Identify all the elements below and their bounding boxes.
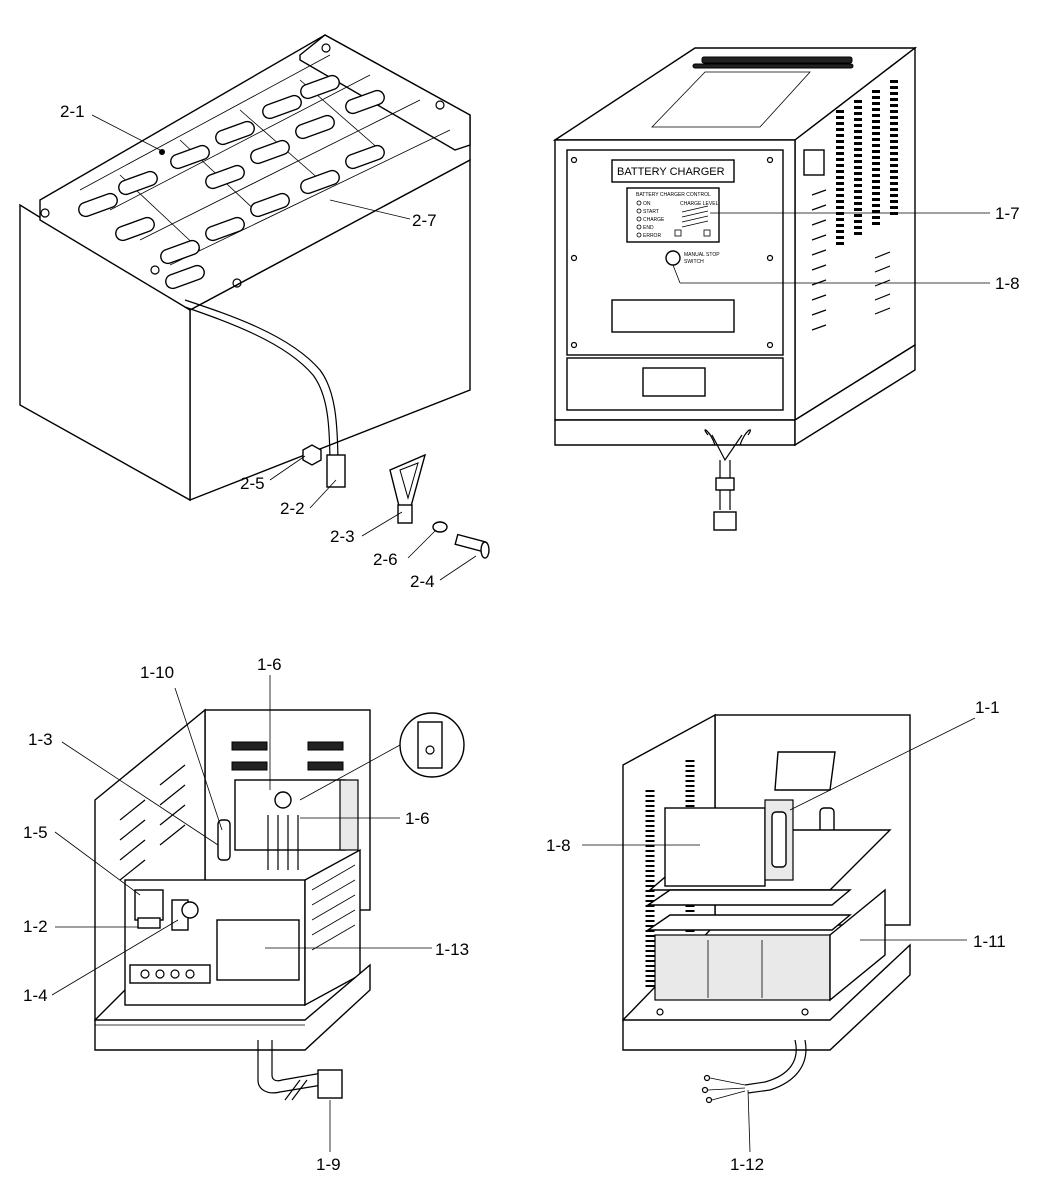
callout-1-10: 1-10 [140,663,174,682]
side-vents [803,80,898,331]
indicator-error: ERROR [643,233,661,239]
switch-label-1: MANUAL STOP [684,252,720,258]
charger-cabinet: BATTERY CHARGER BATTERY CHARGER CONTROL … [552,46,918,531]
leader-lines-internals-left [51,675,432,1152]
callout-1-2: 1-2 [23,917,48,936]
panel-title: BATTERY CHARGER [617,166,725,178]
status-indicators: ON START CHARGE END ERROR [636,200,665,239]
callout-1-13: 1-13 [435,940,469,959]
callout-1-8-top: 1-8 [995,274,1020,293]
callout-1-11: 1-11 [973,932,1006,951]
indicator-charge: CHARGE [643,217,665,223]
leader-lines-charger [672,212,990,284]
callout-1-8-bottom: 1-8 [546,836,571,855]
callout-1-4: 1-4 [23,986,48,1005]
callout-2-4: 2-4 [410,572,435,591]
indicator-start: START [643,209,659,215]
leader-lines-internals-right [582,717,976,1153]
callout-1-9: 1-9 [316,1155,341,1174]
callout-2-5: 2-5 [240,474,265,493]
callout-2-2: 2-2 [280,499,305,518]
battery-assembly [19,34,490,559]
control-heading: BATTERY CHARGER CONTROL [636,192,711,198]
callout-2-6: 2-6 [373,550,398,569]
callout-2-1: 2-1 [60,102,85,121]
switch-label-2: SWITCH [684,259,704,265]
top-louvers [692,56,854,69]
callout-1-5: 1-5 [23,823,48,842]
callout-1-7: 1-7 [995,204,1020,223]
callout-2-7: 2-7 [412,211,437,230]
charger-internals-right [622,713,911,1104]
indicator-end: END [643,225,654,231]
cell-connectors [78,74,385,290]
charge-level-bars [674,205,711,237]
charger-internals-left [94,708,465,1101]
leader-lines-battery [91,114,477,581]
callout-labels: 2-1 2-7 2-5 2-2 2-3 2-6 2-4 1-7 1-8 1-10… [23,102,1020,1174]
manual-stop-switch [665,250,681,266]
indicator-on: ON [643,201,651,207]
back-vents [231,741,344,771]
callout-1-6-top: 1-6 [257,655,282,674]
callout-1-12: 1-12 [730,1155,764,1174]
callout-1-6-mid: 1-6 [405,809,430,828]
callout-1-3: 1-3 [28,730,53,749]
callout-2-3: 2-3 [330,527,355,546]
charge-level-label: CHARGE LEVEL [680,201,719,207]
callout-1-1: 1-1 [975,698,1000,717]
